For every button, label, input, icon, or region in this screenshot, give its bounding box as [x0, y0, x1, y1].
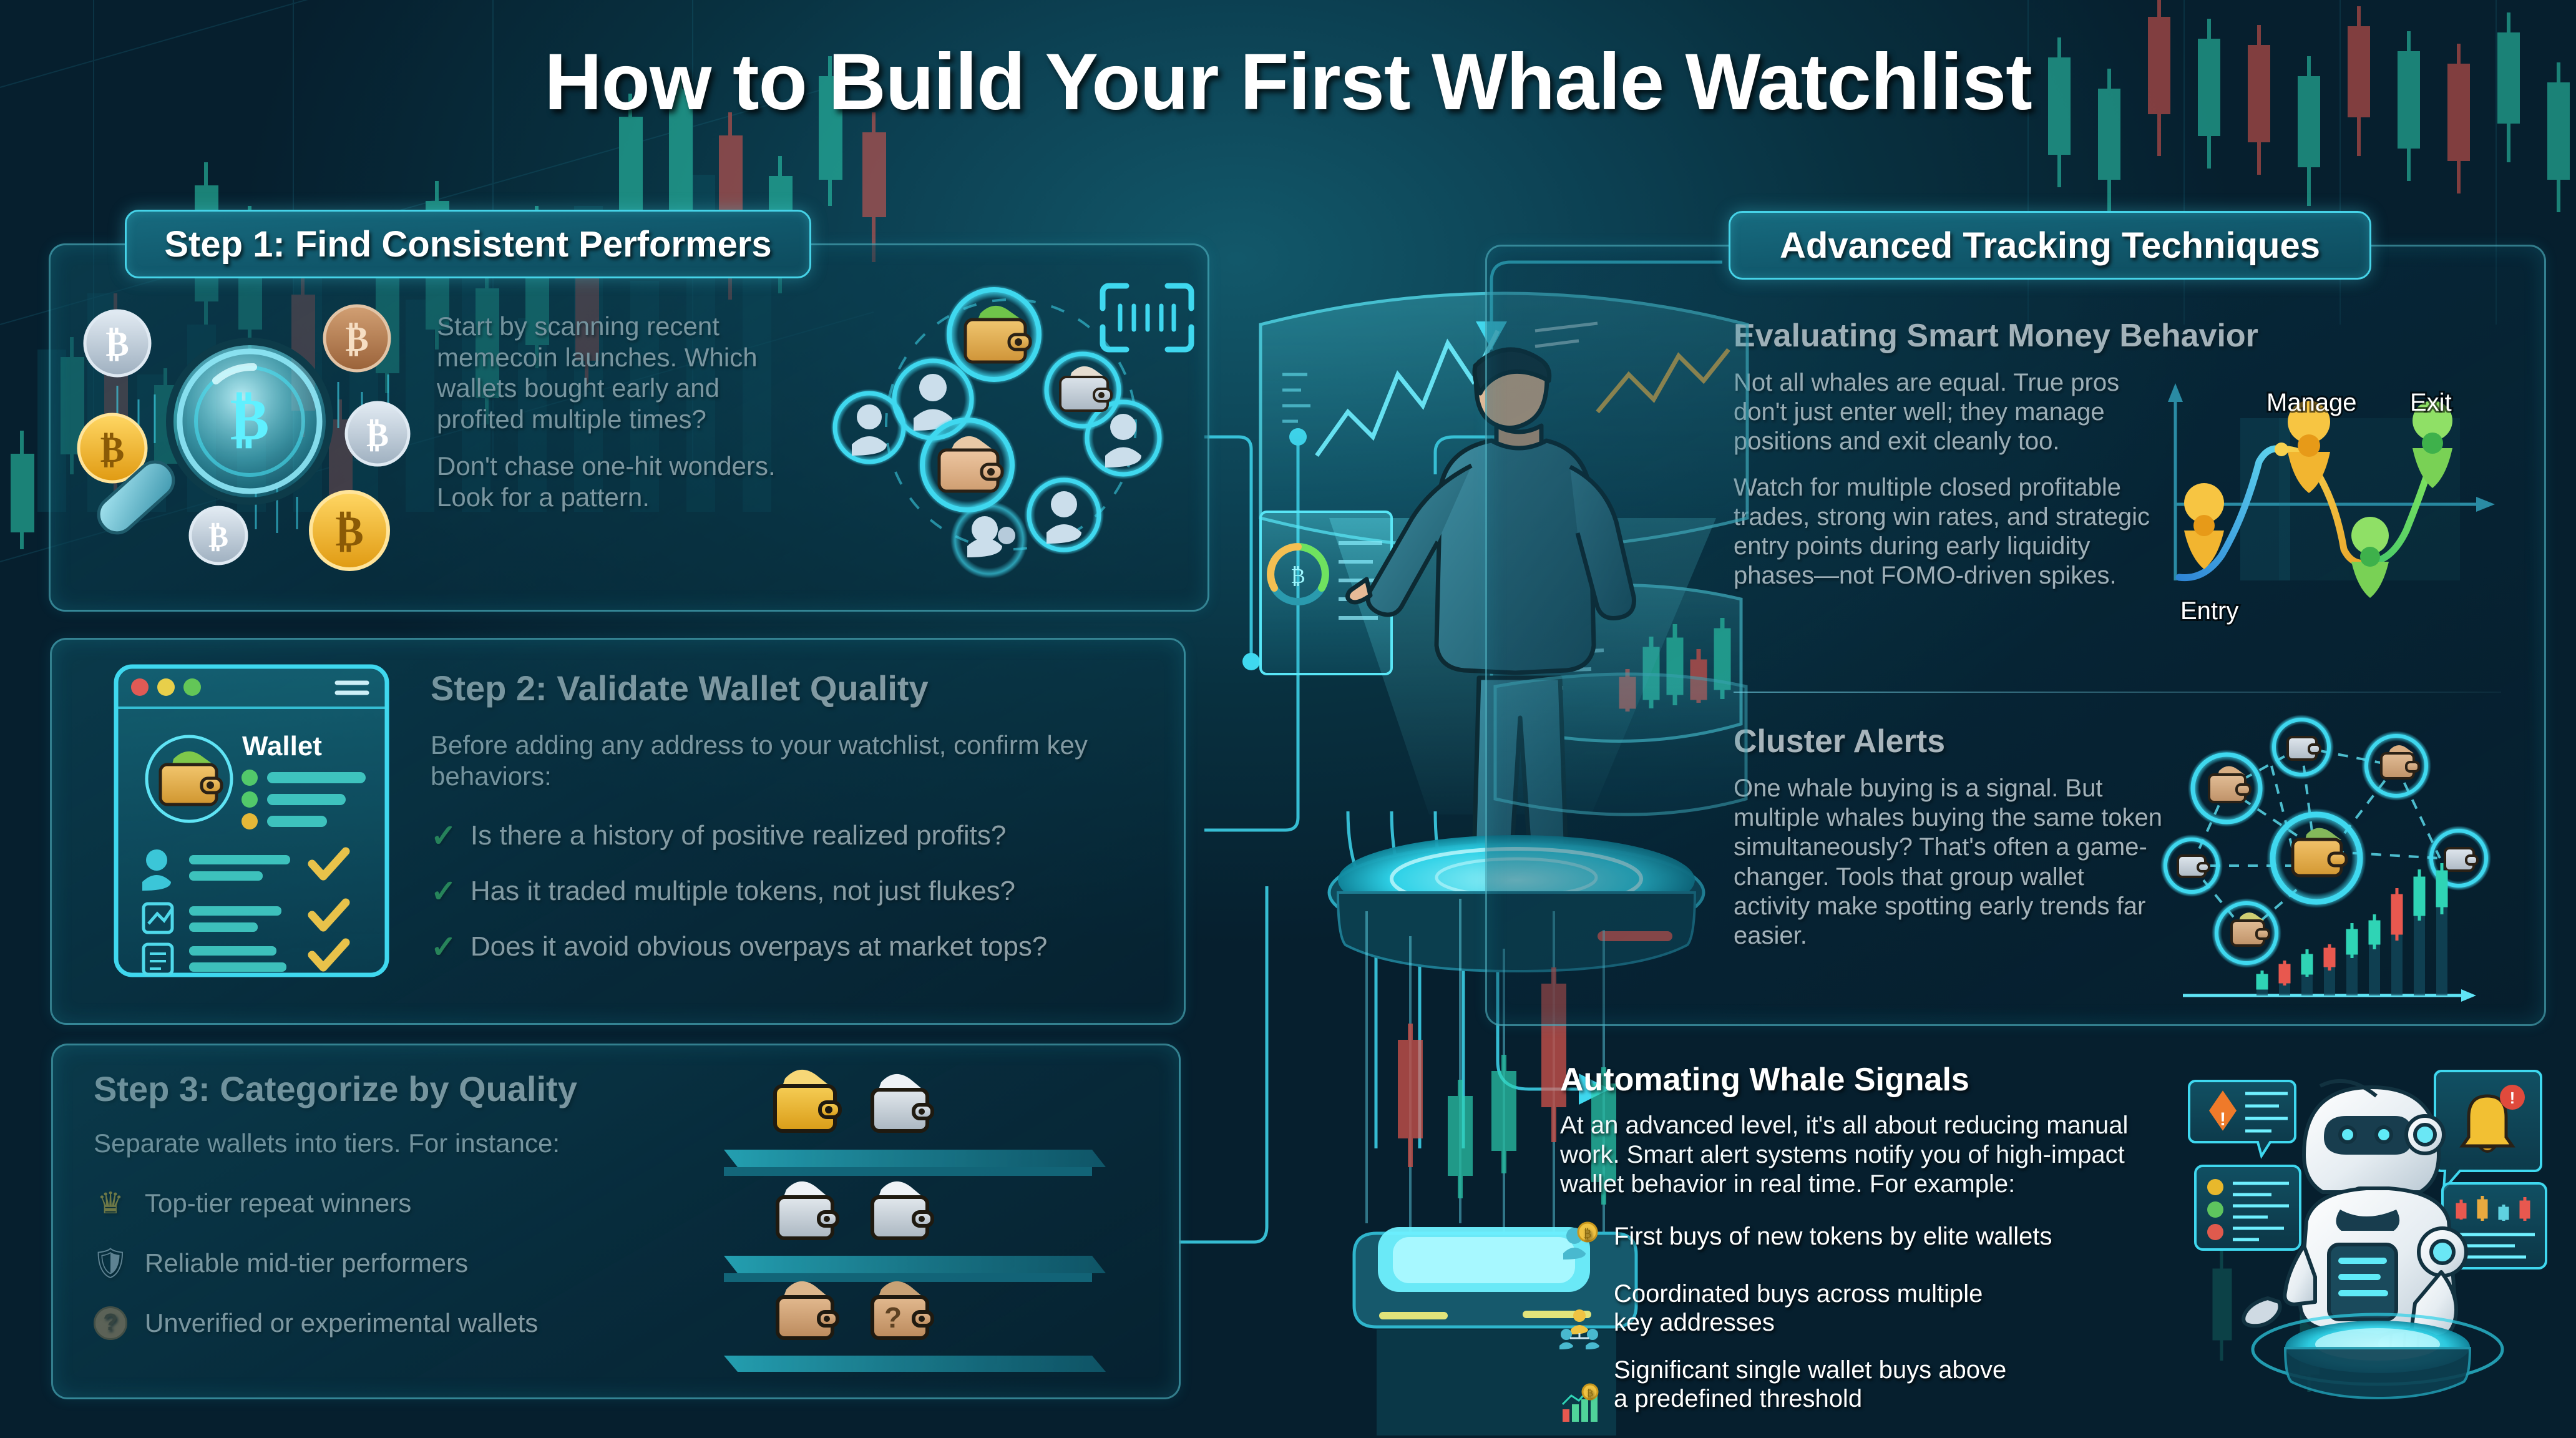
- step1-header-label: Step 1: Find Consistent Performers: [164, 223, 772, 265]
- user-coin-icon: ₿: [1560, 1221, 1599, 1261]
- svg-text:₿: ₿: [105, 325, 129, 364]
- window-traffic-lights: [131, 678, 201, 696]
- cluster-network-illustration: [2160, 715, 2491, 1002]
- wallet-node-grey: [1042, 349, 1124, 431]
- signal-label: First buys of new tokens by elite wallet…: [1614, 1222, 2052, 1250]
- svg-text:₿: ₿: [100, 429, 125, 470]
- chart-label-exit: Exit: [2410, 389, 2452, 416]
- chart-label-entry: Entry: [2180, 597, 2238, 625]
- section-smart-money: Evaluating Smart Money Behavior Not all …: [1734, 317, 2258, 591]
- signal-item: Coordinated buys across multiple key add…: [1559, 1279, 2172, 1349]
- center-hologram-illustration: ₿: [1259, 291, 1749, 1436]
- section-cluster-alerts: Cluster Alerts One whale buying is a sig…: [1734, 723, 2164, 951]
- coin-silver-2: ₿: [344, 401, 411, 467]
- barcode-scan-icon: [1100, 283, 1194, 353]
- cluster-node-grey-1: [2269, 715, 2334, 780]
- automating-paragraph: At an advanced level, it's all about red…: [1560, 1112, 2129, 1198]
- marker-drawdown: [2351, 517, 2389, 598]
- signal-item: ₿ Significant single wallet buys above a…: [1560, 1356, 2172, 1422]
- svg-text:₿: ₿: [230, 388, 270, 452]
- svg-text:₿: ₿: [1290, 565, 1305, 588]
- person-group-node: [950, 501, 1028, 579]
- right-column-header-label: Advanced Tracking Techniques: [1780, 225, 2320, 266]
- wallet-avatar: [145, 735, 233, 823]
- right-column-divider: [1734, 692, 2501, 693]
- chart-label-manage: Manage: [2266, 389, 2357, 416]
- status-list: [242, 770, 366, 829]
- step1-header-pill: Step 1: Find Consistent Performers: [125, 210, 811, 278]
- step3-shelves-illustration: ?: [724, 1069, 1106, 1372]
- cluster-node-tan-1: [2188, 750, 2265, 827]
- shelf-row-2: [724, 1181, 1106, 1282]
- svg-text:?: ?: [884, 1301, 902, 1334]
- wallet-node-tan: [917, 415, 1017, 515]
- warning-card: !: [2188, 1080, 2296, 1159]
- cluster-node-grey-2: [2160, 834, 2223, 897]
- section-automating-signals: Automating Whale Signals At an advanced …: [1559, 1061, 2172, 1432]
- cluster-alerts-paragraph: One whale buying is a signal. But multip…: [1734, 774, 2164, 951]
- step1-magnifier-illustration: ₿ ₿ ₿ ₿ ₿ ₿ ₿: [77, 304, 411, 571]
- step2-wallet-window-illustration: Wallet: [114, 664, 389, 977]
- smart-money-paragraph-1: Not all whales are equal. True pros don'…: [1734, 368, 2170, 457]
- assistant-robot-illustration: ! !: [2188, 1070, 2547, 1400]
- marker-manage: [2288, 401, 2331, 493]
- step3-panel: [51, 1044, 1181, 1399]
- svg-text:₿: ₿: [335, 507, 363, 555]
- wallet-rows: [142, 847, 350, 976]
- robot-figure: [2242, 1078, 2468, 1359]
- page-title: How to Build Your First Whale Watchlist: [544, 37, 2032, 127]
- hamburger-menu-icon: [334, 680, 369, 695]
- bell-card: !: [2434, 1070, 2542, 1193]
- marker-exit: [2413, 401, 2453, 488]
- coin-bronze-1: ₿: [323, 304, 391, 373]
- person-node-1: [831, 389, 908, 466]
- signal-label: Coordinated buys across multiple key add…: [1614, 1279, 1983, 1336]
- checklist-card: [2194, 1165, 2301, 1251]
- wallet-window-title: Wallet: [242, 731, 322, 761]
- user-group-icon: [1559, 1279, 1599, 1349]
- coin-silver-1: ₿: [83, 309, 152, 378]
- cluster-node-center-gold: [2266, 808, 2366, 908]
- svg-text:₿: ₿: [345, 320, 368, 359]
- automating-signal-list: ₿ First buys of new tokens by elite wall…: [1559, 1221, 2172, 1422]
- automating-heading: Automating Whale Signals: [1560, 1062, 1969, 1098]
- cluster-node-tan-2: [2361, 731, 2431, 801]
- right-column-header-pill: Advanced Tracking Techniques: [1729, 211, 2371, 280]
- svg-text:₿: ₿: [1587, 1389, 1593, 1399]
- coin-silver-3: ₿: [188, 506, 248, 565]
- svg-text:!: !: [2220, 1109, 2226, 1130]
- cluster-alerts-heading: Cluster Alerts: [1734, 723, 2164, 760]
- svg-text:₿: ₿: [1583, 1228, 1591, 1241]
- signal-label: Significant single wallet buys above a p…: [1614, 1356, 2007, 1412]
- marker-entry: [2184, 483, 2225, 569]
- person-node-4: [1024, 475, 1104, 555]
- shelf-row-3: ?: [724, 1281, 1106, 1372]
- smart-money-paragraph-2: Watch for multiple closed profitable tra…: [1734, 473, 2170, 591]
- bar-chart-coin-icon: ₿: [1560, 1356, 1599, 1422]
- step1-wallet-network-illustration: [831, 283, 1194, 579]
- wallet-node-gold: [944, 285, 1044, 384]
- signal-item: ₿ First buys of new tokens by elite wall…: [1560, 1221, 2172, 1261]
- right-column-panel: [1485, 245, 2546, 1026]
- shelf-row-1: [724, 1069, 1106, 1176]
- svg-text:₿: ₿: [366, 416, 389, 454]
- svg-text:₿: ₿: [208, 521, 228, 554]
- svg-text:!: !: [2510, 1088, 2515, 1107]
- coin-gold-2: ₿: [309, 490, 390, 571]
- cluster-node-tan-3: [2212, 898, 2281, 968]
- trade-lifecycle-chart: Entry Manage Exit: [2168, 383, 2495, 627]
